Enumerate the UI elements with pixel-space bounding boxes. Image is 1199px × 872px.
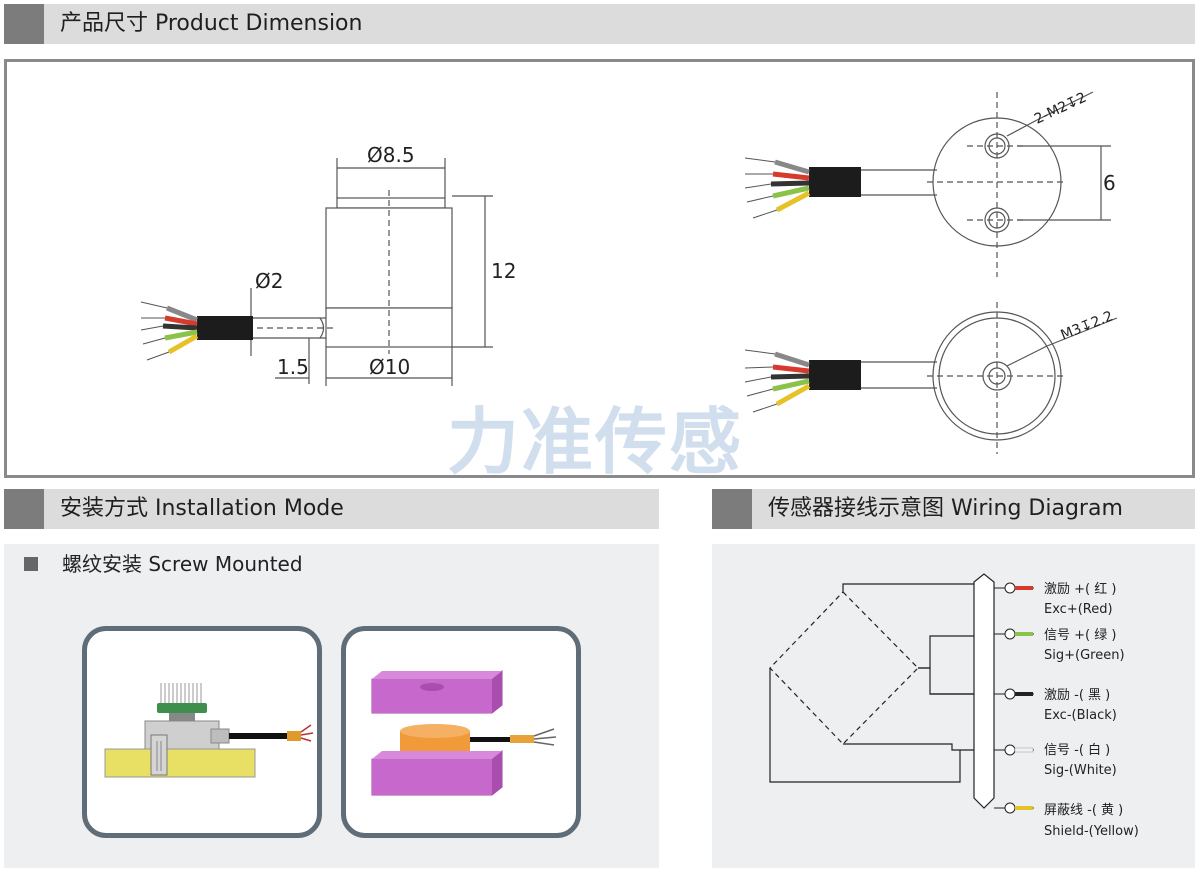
wire-label-exc-plus-en: Exc+(Red) xyxy=(1044,602,1113,617)
header-accent-bar xyxy=(4,489,44,529)
dim-phi-8-5: Ø8.5 xyxy=(367,143,415,167)
wire-label-shield-cn: 屏蔽线 -( 黄 ) xyxy=(1044,803,1123,818)
wire-label-exc-minus-en: Exc-(Black) xyxy=(1044,708,1117,723)
wire-label-shield-en: Shield-(Yellow) xyxy=(1044,824,1139,839)
dim-m3: M3↧2.2 xyxy=(1059,308,1116,343)
wiring-title: 传感器接线示意图 Wiring Diagram xyxy=(768,496,1123,521)
install-illustration-left xyxy=(104,683,314,778)
install-image-right xyxy=(341,626,581,838)
bullet-square-icon xyxy=(24,557,38,571)
connector-pins-icon xyxy=(160,683,202,703)
dim-phi-10: Ø10 xyxy=(369,355,410,379)
bridge-leads xyxy=(929,668,974,695)
header-accent-bar xyxy=(4,4,44,44)
wheatstone-bridge xyxy=(769,583,974,783)
wire-label-sig-plus-en: Sig+(Green) xyxy=(1044,648,1125,663)
cable-bundle xyxy=(973,573,995,809)
install-illustration-right xyxy=(371,669,557,796)
wire-terminals xyxy=(994,582,1034,814)
wiring-panel xyxy=(712,544,1195,868)
dim-height-12: 12 xyxy=(491,259,516,283)
wire-label-exc-plus-cn: 激励 +( 红 ) xyxy=(1044,581,1116,597)
wiring-diagram: 激励 +( 红 ) Exc+(Red) 信号 +( 绿 ) Sig+(Green… xyxy=(769,573,1139,839)
dimension-drawing-panel: 力准传感 xyxy=(4,59,1195,478)
watermark: 力准传感 xyxy=(447,400,743,475)
wiring-header: 传感器接线示意图 Wiring Diagram xyxy=(712,489,1195,529)
side-view xyxy=(247,158,493,386)
wire-label-sig-minus-cn: 信号 -( 白 ) xyxy=(1044,742,1110,758)
wire-label-exc-minus-cn: 激励 -( 黑 ) xyxy=(1044,688,1110,703)
bottom-view-cable xyxy=(744,349,861,413)
dim-holes-2-m2: 2-M2↧2 xyxy=(1032,90,1089,128)
side-view-cable xyxy=(140,301,253,361)
wire-label-sig-plus-cn: 信号 +( 绿 ) xyxy=(1044,628,1116,643)
product-dimension-title: 产品尺寸 Product Dimension xyxy=(60,11,363,36)
top-view xyxy=(859,91,1111,277)
installation-title: 安装方式 Installation Mode xyxy=(60,496,344,521)
dim-spacing-6: 6 xyxy=(1103,171,1116,195)
header-accent-bar xyxy=(712,489,752,529)
screw-mounted-label: 螺纹安装 Screw Mounted xyxy=(62,552,303,576)
dim-phi-2: Ø2 xyxy=(255,269,283,293)
install-image-left xyxy=(82,626,322,838)
dim-1-5: 1.5 xyxy=(277,355,309,379)
top-view-cable xyxy=(744,157,861,219)
product-dimension-header: 产品尺寸 Product Dimension xyxy=(4,4,1195,44)
bottom-view xyxy=(859,302,1118,454)
dimension-drawing: 力准传感 xyxy=(140,90,1118,475)
wire-label-sig-minus-en: Sig-(White) xyxy=(1044,763,1117,778)
installation-header: 安装方式 Installation Mode xyxy=(4,489,659,529)
